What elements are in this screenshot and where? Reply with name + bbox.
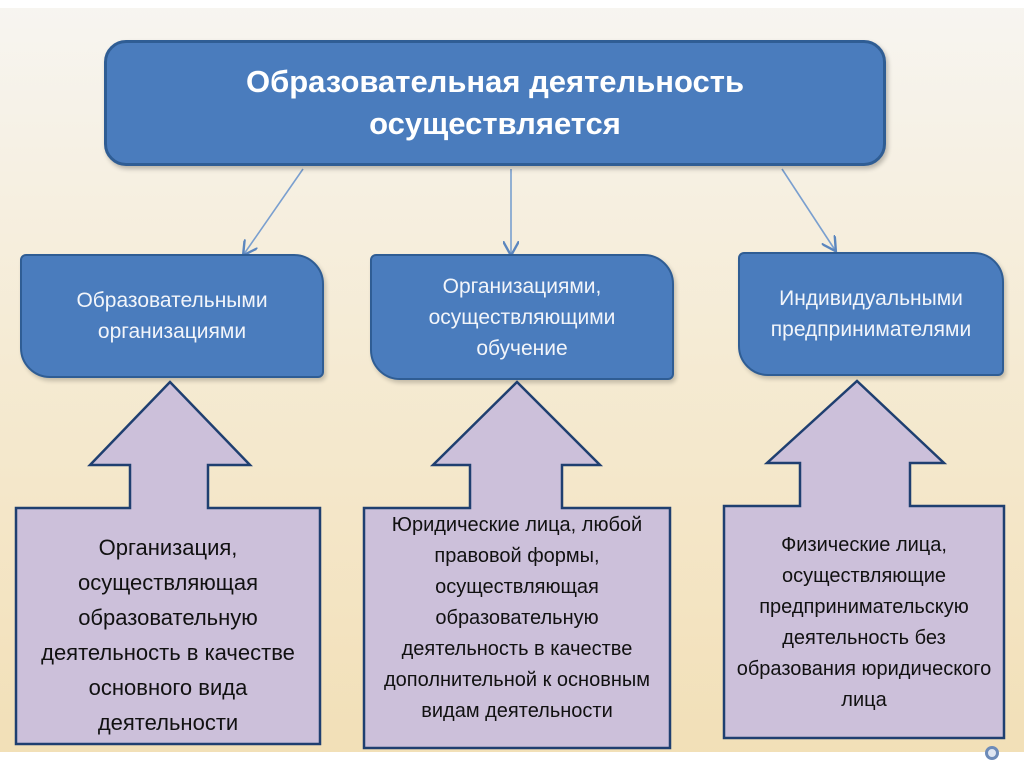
description-text: Юридические лица, любой правовой формы, … [384, 514, 650, 722]
category-label: Образовательными организациями [76, 289, 268, 343]
category-box-entrepreneurs: Индивидуальными предпринимателями [738, 252, 1004, 376]
bottom-band [0, 752, 1024, 768]
description-box-left: Организация, осуществляющая образователь… [16, 508, 320, 744]
corner-circle-icon [985, 746, 999, 760]
up-arrow-middle [362, 380, 672, 750]
category-label: Организациями, осуществляющими обучение [428, 274, 616, 360]
category-box-training-orgs: Организациями, осуществляющими обучение [370, 254, 674, 380]
up-arrow-left [14, 380, 322, 746]
up-arrow-right [722, 379, 1006, 740]
description-box-middle: Юридические лица, любой правовой формы, … [364, 508, 670, 748]
category-label: Индивидуальными предпринимателями [770, 287, 972, 341]
title-box: Образовательная деятельность осуществляе… [104, 40, 886, 166]
top-band [0, 0, 1024, 8]
description-text: Физические лица, осуществляющие предприн… [736, 534, 992, 711]
category-box-educational-orgs: Образовательными организациями [20, 254, 324, 378]
connector-left [244, 168, 304, 254]
description-box-right: Физические лица, осуществляющие предприн… [724, 506, 1004, 738]
title-text: Образовательная деятельность осуществляе… [245, 64, 745, 141]
description-text: Организация, осуществляющая образователь… [41, 535, 295, 735]
connector-right [781, 168, 835, 250]
